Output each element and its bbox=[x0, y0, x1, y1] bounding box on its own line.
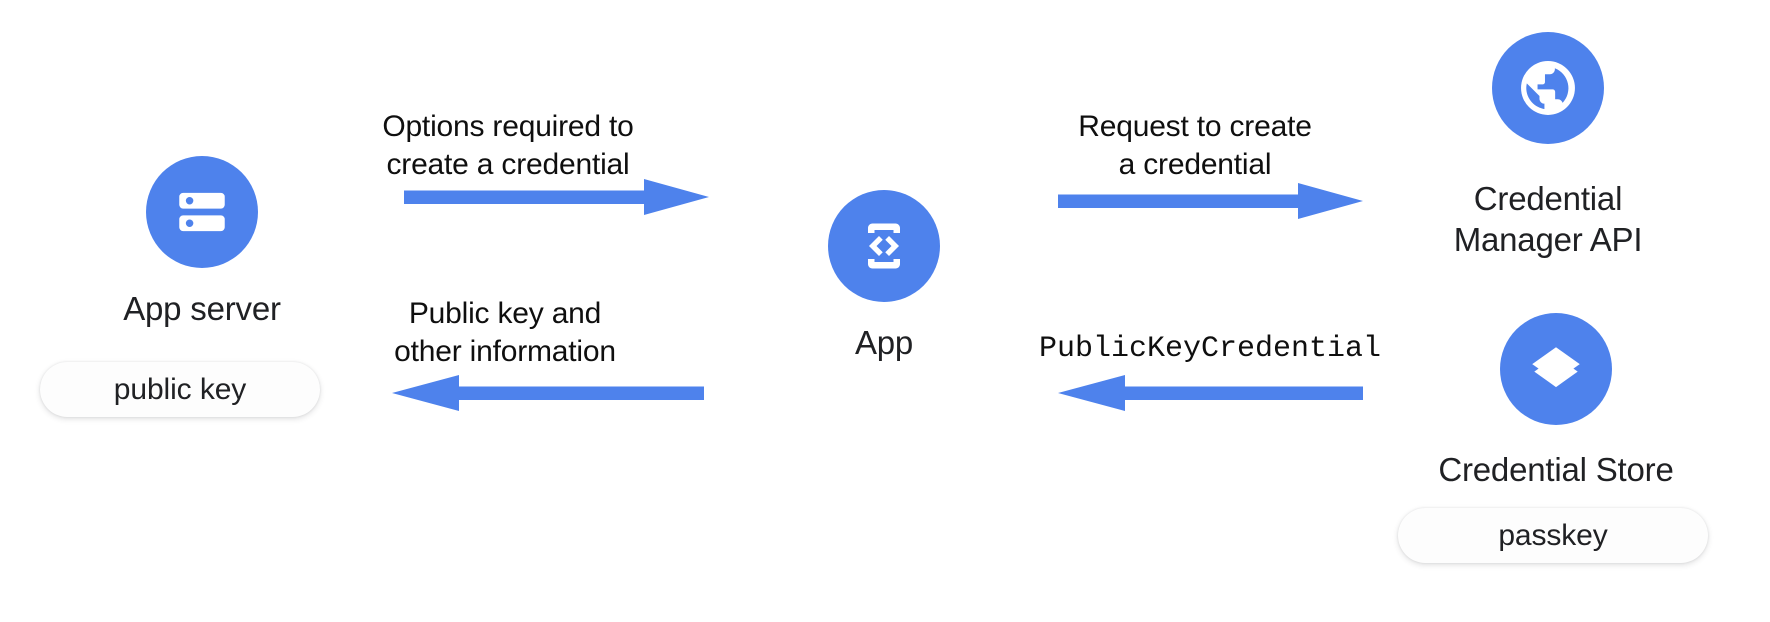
credential-manager-api-label: Credential Manager API bbox=[1453, 180, 1643, 258]
credential-store-passkey-chip: passkey bbox=[1398, 508, 1708, 563]
layers-icon bbox=[1525, 338, 1587, 400]
app-server-icon-bubble bbox=[146, 156, 258, 268]
app-code-phone-icon bbox=[854, 216, 914, 276]
arrow-label-options-required: Options required to create a credential bbox=[382, 110, 634, 181]
arrow-app-to-server bbox=[392, 372, 704, 414]
arrow-label-public-key-and-other-information: Public key and other information bbox=[394, 297, 616, 368]
credential-store-icon-bubble bbox=[1500, 313, 1612, 425]
credential-manager-api-icon-bubble bbox=[1492, 32, 1604, 144]
app-server-public-key-chip: public key bbox=[40, 362, 320, 417]
arrow-label-publickeycredential: PublicKeyCredential bbox=[1038, 332, 1382, 366]
globe-icon bbox=[1515, 55, 1581, 121]
app-icon-bubble bbox=[828, 190, 940, 302]
app-server-label: App server bbox=[123, 290, 281, 327]
arrow-credential-store-to-app bbox=[1058, 372, 1363, 414]
server-icon bbox=[171, 181, 233, 243]
credential-store-label: Credential Store bbox=[1438, 451, 1674, 488]
arrow-app-to-credential-manager-api bbox=[1058, 180, 1363, 222]
app-label: App bbox=[854, 324, 914, 361]
arrow-server-to-app bbox=[404, 176, 709, 218]
arrow-label-request-to-create: Request to create a credential bbox=[1078, 110, 1312, 181]
